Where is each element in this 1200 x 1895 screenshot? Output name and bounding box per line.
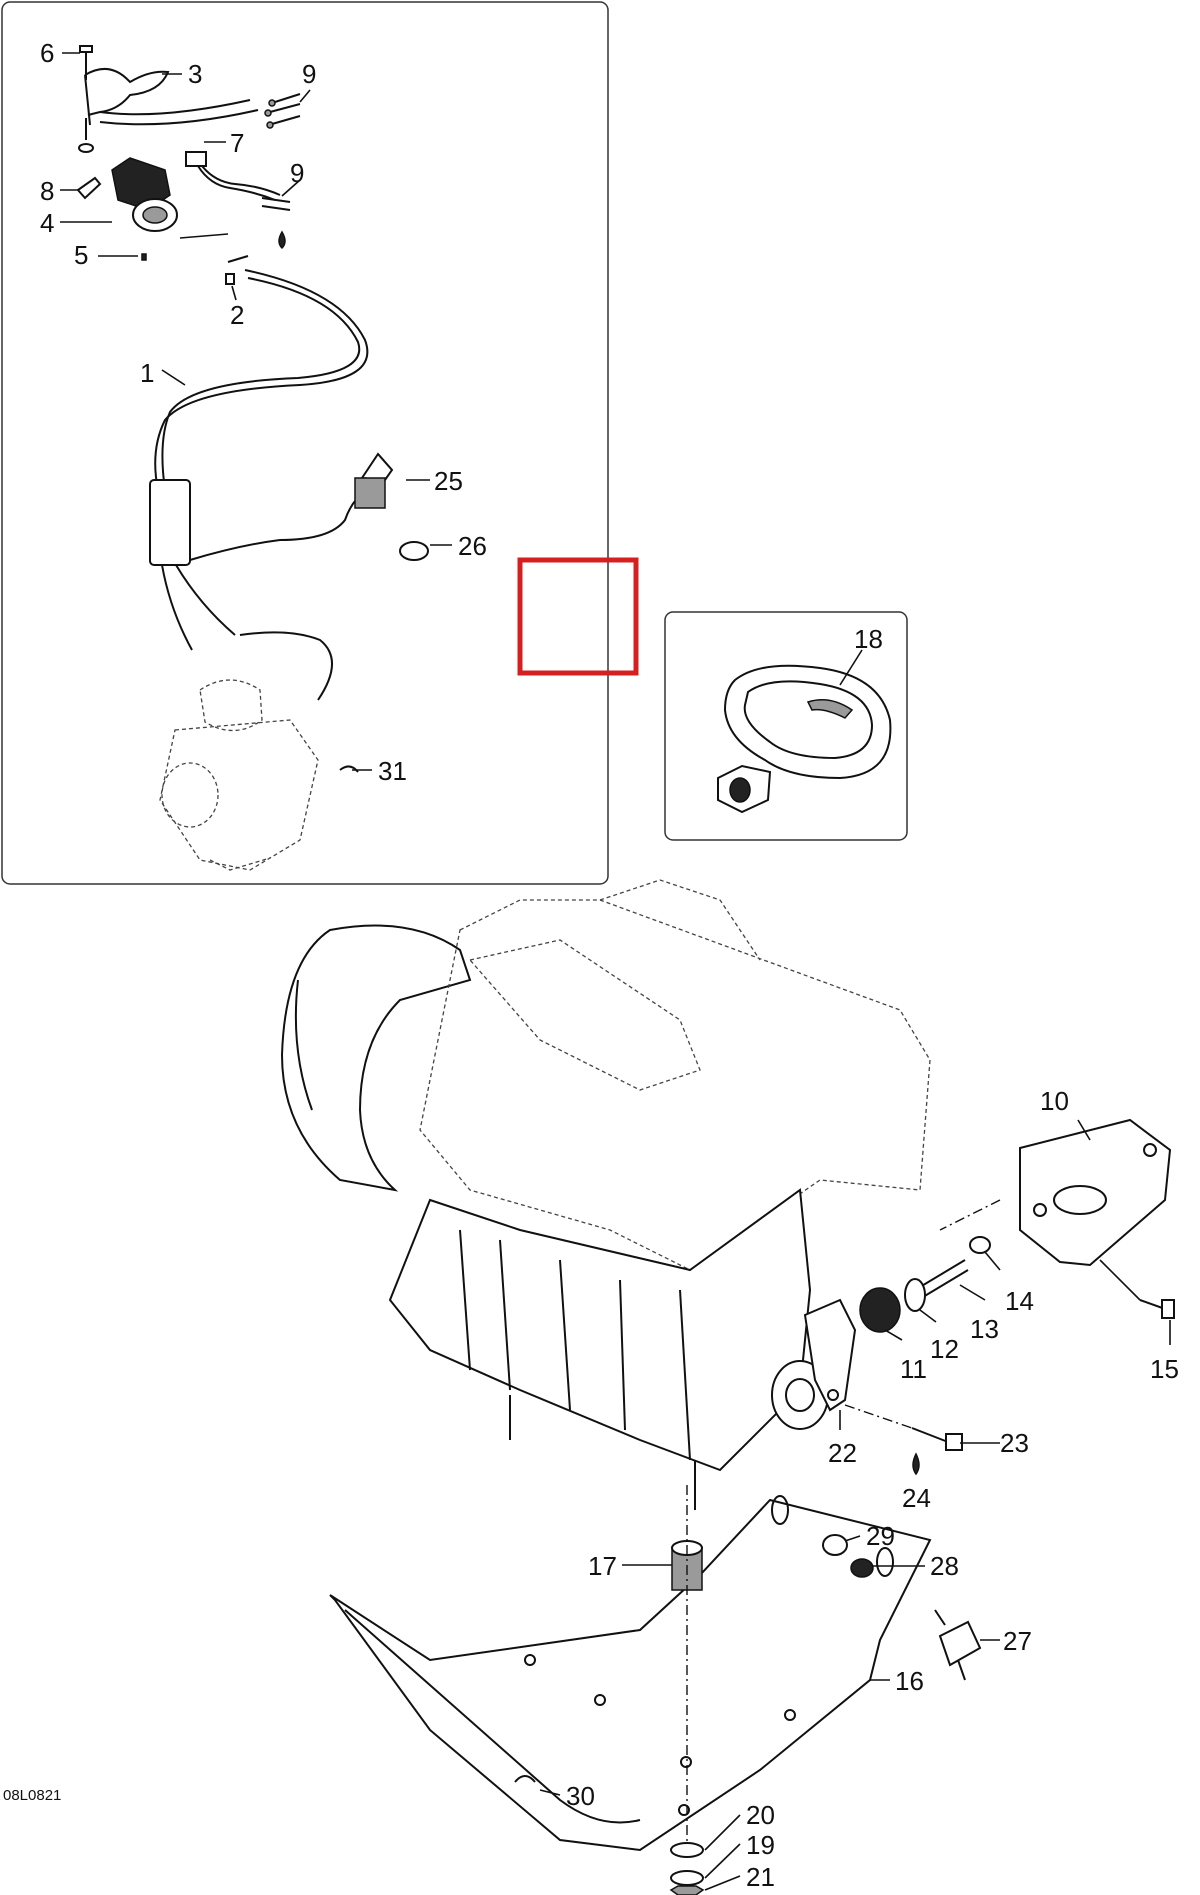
- clip-30[interactable]: [514, 1775, 536, 1783]
- nut-29[interactable]: [822, 1534, 848, 1556]
- callout-26: 26: [458, 531, 487, 561]
- nut-26[interactable]: [399, 541, 429, 561]
- callout-31: 31: [378, 756, 407, 786]
- callout-3: 3: [188, 59, 202, 89]
- switch-housing[interactable]: [111, 157, 178, 232]
- rubber-mount-11[interactable]: [859, 1287, 901, 1333]
- callout-9-top: 9: [302, 59, 316, 89]
- callout-6: 6: [40, 38, 54, 68]
- washer-20[interactable]: [670, 1842, 704, 1858]
- callout-8: 8: [40, 176, 54, 206]
- callout-7: 7: [230, 128, 244, 158]
- choke-lever[interactable]: [354, 452, 394, 509]
- inset-leaders: [60, 52, 452, 771]
- callout-2: 2: [230, 300, 244, 330]
- callout-11: 11: [900, 1354, 927, 1384]
- washer-small[interactable]: [78, 118, 94, 153]
- grip-handle[interactable]: [717, 664, 892, 814]
- terminals-9-top[interactable]: [264, 93, 301, 129]
- callout-4: 4: [40, 208, 54, 238]
- highlight-box: [517, 557, 639, 676]
- right-leaders: [839, 1119, 1171, 1444]
- throttle-lever[interactable]: [84, 67, 259, 126]
- lower-leaders: [539, 1535, 1000, 1891]
- callout-17: 17: [588, 1551, 617, 1581]
- callout-25: 25: [434, 466, 463, 496]
- callout-16: 16: [895, 1666, 924, 1696]
- callout-12: 12: [930, 1334, 959, 1364]
- callout-9-lower: 9: [290, 158, 304, 188]
- leader-18: [839, 649, 863, 686]
- callout-21: 21: [746, 1862, 775, 1892]
- callout-30: 30: [566, 1781, 595, 1811]
- spacer-12[interactable]: [904, 1278, 926, 1312]
- callout-27: 27: [1003, 1626, 1032, 1656]
- throttle-cable[interactable]: [154, 269, 369, 491]
- cable-junction-box[interactable]: [149, 479, 191, 566]
- connector-7[interactable]: [185, 151, 281, 201]
- callout-1: 1: [140, 358, 154, 388]
- callout-20: 20: [746, 1800, 775, 1830]
- callout-15: 15: [1150, 1354, 1179, 1384]
- rubber-mount-27[interactable]: [934, 1609, 982, 1681]
- callout-14: 14: [1005, 1286, 1034, 1316]
- washer-28[interactable]: [850, 1558, 874, 1578]
- washer-19[interactable]: [670, 1870, 704, 1886]
- callout-29: 29: [866, 1521, 895, 1551]
- plate-22[interactable]: [803, 1298, 857, 1412]
- nut-14[interactable]: [969, 1236, 991, 1254]
- callout-22: 22: [828, 1438, 857, 1468]
- cable-adjuster[interactable]: [225, 255, 249, 285]
- screw-6[interactable]: [79, 45, 93, 80]
- carburetor: [159, 679, 319, 871]
- grease-drop-icon: [278, 230, 286, 250]
- callout-28: 28: [930, 1551, 959, 1581]
- engine-block: [280, 879, 931, 1510]
- nut-21[interactable]: [669, 1885, 705, 1895]
- threadlocker-drop-icon: [912, 1452, 920, 1476]
- pin-5[interactable]: [141, 253, 147, 261]
- terminals-9-lower[interactable]: [261, 197, 291, 211]
- figure-code: 08L0821: [3, 1787, 61, 1804]
- callout-23: 23: [1000, 1428, 1029, 1458]
- callout-19: 19: [746, 1830, 775, 1860]
- bolt-15[interactable]: [1139, 1299, 1175, 1319]
- engine-plate-16[interactable]: [329, 1498, 932, 1852]
- bolt-23[interactable]: [911, 1427, 963, 1451]
- callout-10: 10: [1040, 1086, 1069, 1116]
- inset-panel-throttle: [1, 1, 609, 885]
- callout-24: 24: [902, 1483, 931, 1513]
- clip-8[interactable]: [76, 176, 102, 200]
- callout-5: 5: [74, 240, 88, 270]
- callout-18: 18: [854, 624, 883, 654]
- callout-13: 13: [970, 1314, 999, 1344]
